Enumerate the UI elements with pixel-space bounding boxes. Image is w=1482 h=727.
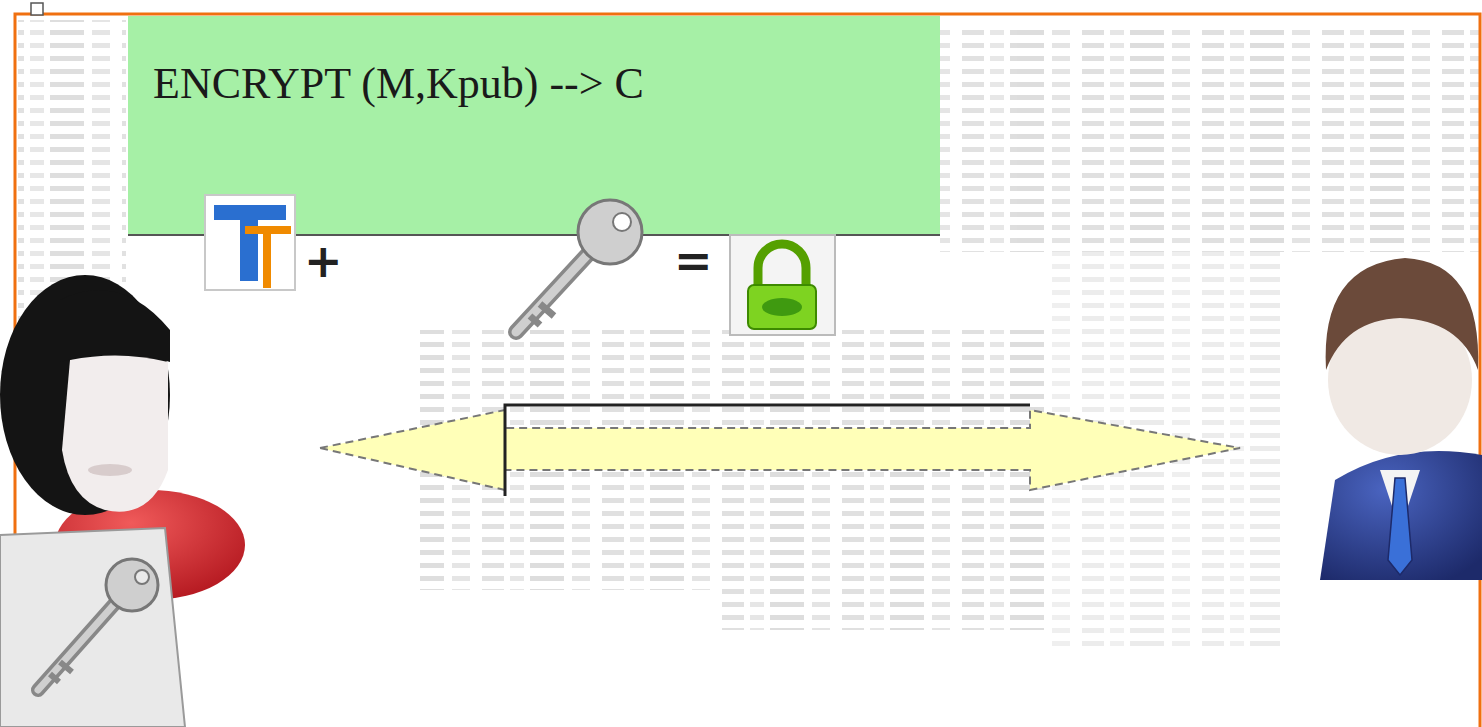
frame-border (15, 14, 1480, 727)
double-arrow (320, 405, 1240, 496)
banner-box: ENCRYPT (M,Kpub) --> C (128, 16, 940, 108)
checkbox (31, 3, 43, 15)
key-icon (516, 200, 642, 332)
operator-symbol: = (674, 238, 713, 284)
man-figure (1320, 258, 1482, 580)
operator-symbol: + (304, 238, 343, 284)
text-icon (205, 195, 295, 290)
lock-icon (730, 235, 835, 335)
formula-text: ENCRYPT (M,Kpub) --> C (153, 60, 915, 108)
key-document (0, 528, 185, 727)
